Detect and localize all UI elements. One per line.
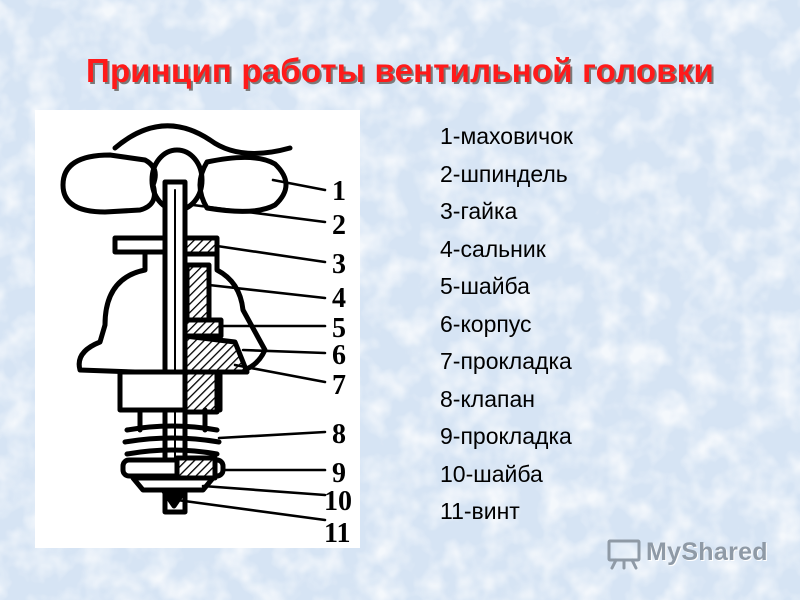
legend-item: 8-клапан: [440, 385, 535, 412]
callout-3: 3: [332, 249, 346, 280]
callout-11: 11: [324, 518, 350, 548]
callout-6: 6: [332, 340, 346, 371]
valve-drawing: [60, 123, 327, 522]
legend-item: 11-винт: [440, 498, 520, 524]
presentation-board-icon: [607, 539, 641, 570]
callout-8: 8: [332, 419, 346, 450]
legend-item: 4-сальник: [440, 235, 546, 262]
valve-head-diagram: 1 2 3 4 5 6 7 8 9 10 11: [35, 110, 360, 548]
legend-item: 6-корпус: [440, 310, 532, 337]
legend-item: 9-прокладка: [440, 423, 572, 449]
callout-7: 7: [332, 370, 346, 401]
legend-item: 10-шайба: [440, 460, 543, 487]
callout-9: 9: [332, 458, 346, 489]
myshared-watermark: MyShared: [606, 536, 776, 572]
callout-labels: 1 2 3 4 5 6 7 8 9 10 11: [324, 176, 352, 548]
legend-item: 3-гайка: [440, 198, 518, 224]
legend-item: 5-шайба: [440, 273, 530, 299]
parts-legend: 1-маховичок 2-шпиндель 3-гайка 4-сальник…: [440, 118, 573, 531]
callout-4: 4: [332, 283, 346, 314]
callout-1: 1: [332, 176, 346, 207]
legend-item: 1-маховичок: [440, 123, 573, 149]
watermark-text: MyShared: [646, 538, 768, 566]
callout-5: 5: [332, 313, 346, 344]
callout-10: 10: [324, 486, 352, 517]
callout-2: 2: [332, 210, 346, 241]
legend-item: 7-прокладка: [440, 348, 572, 374]
legend-item: 2-шпиндель: [440, 160, 568, 187]
slide-title: Принцип работы вентильной головки: [86, 52, 714, 89]
